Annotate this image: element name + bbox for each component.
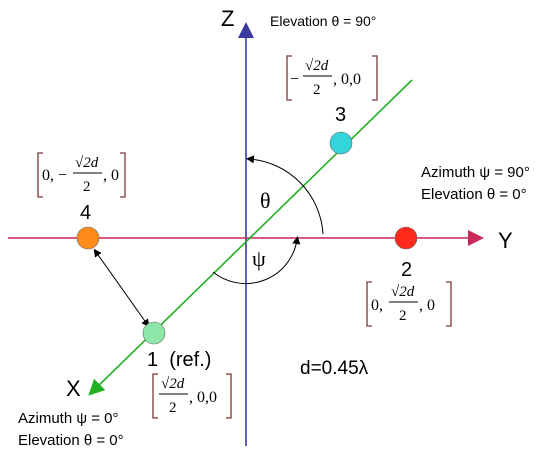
azimuth-right-label: Azimuth ψ = 90°	[421, 164, 530, 181]
elevation-top-label: Elevation θ = 90°	[270, 13, 376, 29]
element-3-dot	[329, 131, 353, 155]
x-axis-label: X	[66, 376, 81, 401]
element-4-coordinate: 0, − √2d 2 , 0	[37, 152, 126, 198]
svg-text:0,: 0,	[371, 297, 383, 314]
z-axis-label: Z	[221, 6, 234, 31]
svg-text:2: 2	[313, 82, 321, 98]
element-2-dot	[394, 226, 418, 250]
svg-text:√2d: √2d	[75, 155, 99, 171]
svg-text:, 0: , 0	[103, 167, 119, 184]
element-1-label: 1 (ref.)	[147, 349, 211, 371]
spacing-label: d=0.45λ	[300, 358, 369, 379]
element-2-coordinate: 0, √2d 2 , 0	[366, 281, 452, 327]
psi-arc	[212, 236, 301, 285]
element-3-coordinate: − √2d 2 , 0,0	[286, 55, 378, 101]
svg-text:, 0,0: , 0,0	[189, 389, 217, 406]
svg-text:√2d: √2d	[391, 284, 415, 300]
x-axis	[88, 79, 413, 396]
svg-text:2: 2	[399, 308, 407, 324]
svg-text:√2d: √2d	[305, 58, 329, 74]
psi-symbol: ψ	[252, 246, 266, 271]
svg-text:, 0,0: , 0,0	[333, 71, 361, 88]
element-2-label: 2	[401, 259, 412, 281]
elevation-bottom-label: Elevation θ = 0°	[18, 432, 124, 449]
svg-text:2: 2	[83, 179, 91, 195]
theta-arc	[246, 155, 324, 235]
y-axis-label: Y	[498, 228, 513, 253]
elevation-right-label: Elevation θ = 0°	[421, 186, 527, 203]
svg-text:√2d: √2d	[161, 376, 185, 392]
azimuth-bottom-label: Azimuth ψ = 0°	[18, 410, 118, 427]
svg-text:−: −	[290, 71, 299, 88]
svg-text:, 0: , 0	[419, 297, 435, 314]
element-3-label: 3	[335, 104, 346, 126]
element-1-coordinate: √2d 2 , 0,0	[152, 373, 232, 419]
spacing-arrow	[93, 248, 150, 328]
element-4-label: 4	[80, 202, 91, 224]
element-4-dot	[76, 226, 100, 250]
svg-text:2: 2	[169, 400, 177, 416]
theta-symbol: θ	[260, 188, 271, 213]
element-1-dot	[142, 321, 166, 345]
svg-text:0, −: 0, −	[42, 167, 67, 184]
